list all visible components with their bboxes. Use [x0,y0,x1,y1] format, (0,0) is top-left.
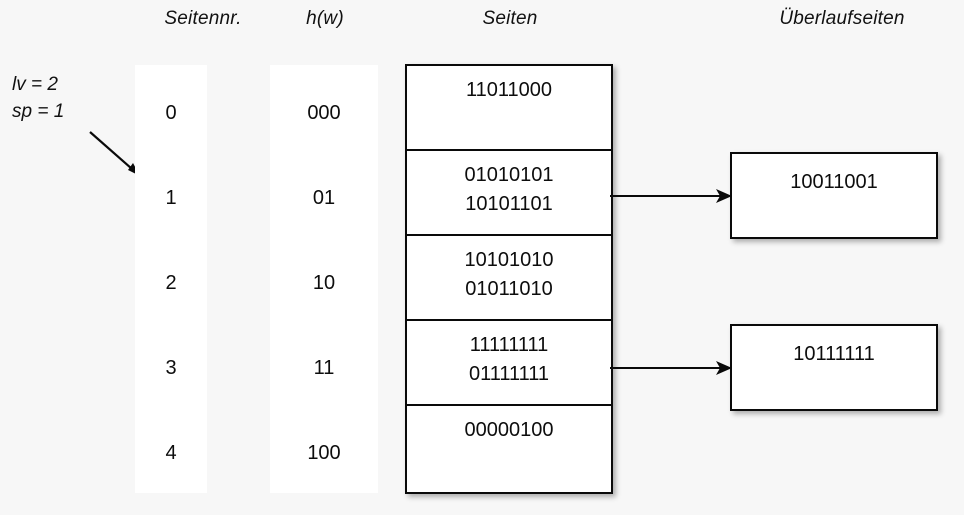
seiten-entry: 01111111 [468,363,550,385]
param-sp: sp = 1 [12,100,65,122]
column-header-ueberlaufseiten: Überlaufseiten [779,8,905,29]
overflow-entry: 10011001 [790,171,878,193]
seiten-row: 01010101 10101101 [407,151,611,236]
overflow-connector-arrow-right-icon [610,189,732,203]
hash-parameters: lv = 2 sp = 1 [12,72,64,126]
seiten-entry: 10101101 [465,193,553,215]
hw-cell-3: 11 [313,357,335,379]
hw-column-strip [270,65,378,493]
seitennr-cell-3: 3 [165,357,177,379]
column-header-seiten: Seiten [482,8,538,29]
seiten-entry: 10101010 [464,249,554,271]
seitennr-cell-2: 2 [165,272,177,294]
seitennr-cell-0: 0 [165,102,177,124]
seiten-row: 11011000 [407,66,611,151]
hw-cell-1: 01 [312,187,336,209]
overflow-connector-arrow-right-icon [610,361,732,375]
hw-cell-2: 10 [312,272,336,294]
param-lv: lv = 2 [12,74,58,95]
seiten-entry: 01011010 [465,278,553,300]
seiten-row: 10101010 01011010 [407,236,611,321]
column-header-hw: h(w) [306,8,344,29]
seitennr-cell-1: 1 [165,187,177,209]
seiten-row: 00000100 [407,406,611,492]
hw-cell-0: 000 [307,102,341,124]
seiten-entry: 01010101 [464,164,554,186]
hw-cell-4: 100 [307,442,341,464]
seiten-entry: 11111111 [469,334,549,356]
overflow-page-box: 10111111 [730,324,938,411]
seiten-entry: 00000100 [464,419,554,441]
overflow-entry: 10111111 [793,343,875,365]
seitennr-cell-4: 4 [165,442,177,464]
overflow-page-box: 10011001 [730,152,938,239]
seiten-entry: 11011000 [465,79,552,101]
seiten-table: 11011000 01010101 10101101 10101010 0101… [405,64,613,494]
seitennr-column-strip [135,65,207,493]
column-header-seitennr: Seitennr. [164,8,242,29]
seiten-row: 11111111 01111111 [407,321,611,406]
